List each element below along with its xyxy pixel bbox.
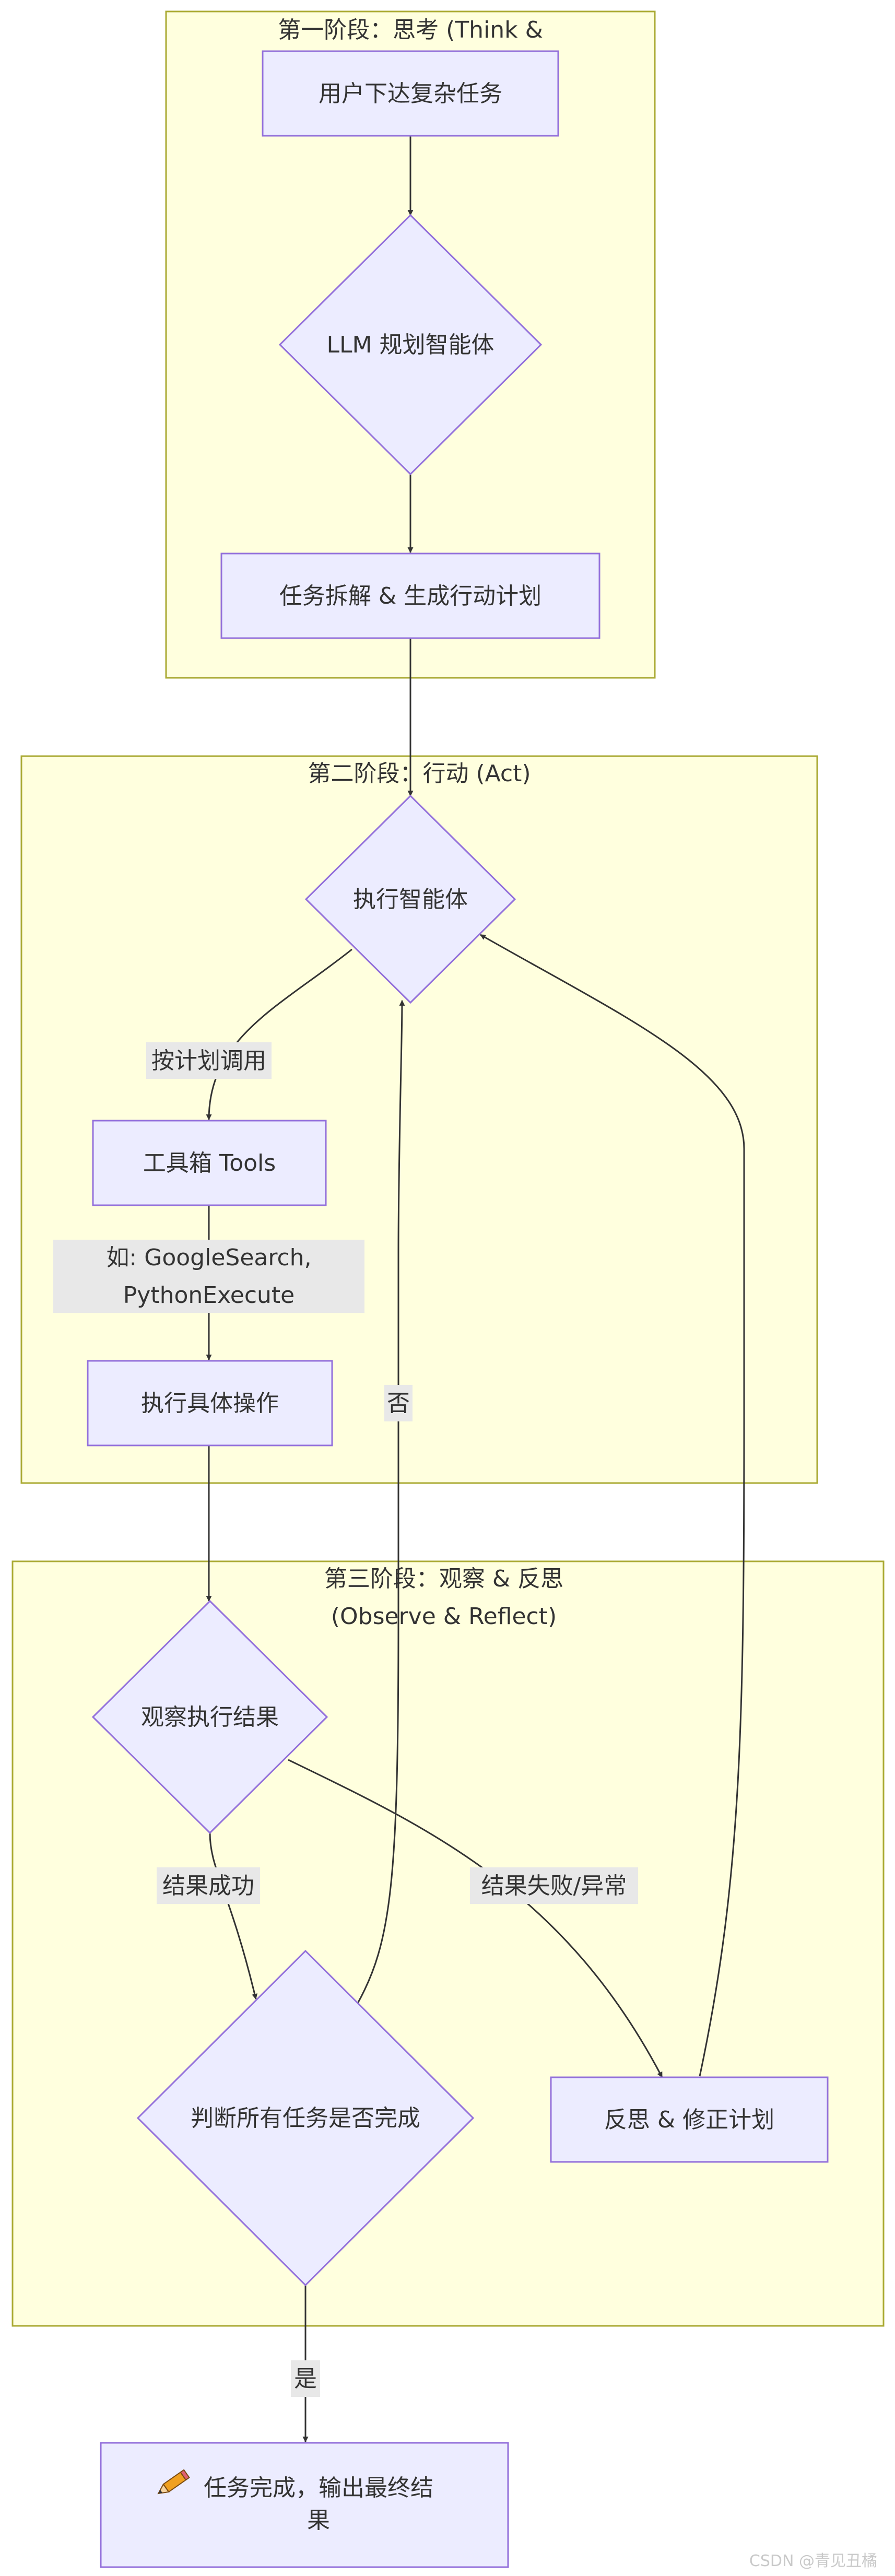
edge-exec-to-toolbox <box>206 948 352 1121</box>
node-decompose: 任务拆解 & 生成行动计划 <box>220 552 600 639</box>
edge-label-exec-to-toolbox-bg <box>146 1042 272 1079</box>
text-line: LLM 规划智能体 <box>327 332 494 358</box>
node-decompose-label: 任务拆解 & 生成行动计划 <box>279 583 541 609</box>
node-done: 任务完成，输出最终结果 <box>100 2442 509 2568</box>
node-toolbox-label: 工具箱 Tools <box>143 1150 276 1177</box>
node-exec-agent: 执行智能体 <box>304 794 516 1004</box>
edge-label-judge-to-done-bg <box>291 2360 320 2397</box>
node-reflect: 反思 & 修正计划 <box>550 2076 829 2163</box>
cluster-think-title: 第一阶段：思考 (Think & <box>278 17 543 43</box>
node-llm-plan-label: LLM 规划智能体 <box>327 332 494 358</box>
edge-label-observe-to-judge-text: 结果成功 <box>162 1873 254 1899</box>
text-line: 按计划调用 <box>151 1048 266 1074</box>
text-line: 反思 & 修正计划 <box>604 2107 774 2133</box>
text-line: (Observe & Reflect) <box>331 1603 557 1630</box>
text-line: 是 <box>294 2366 317 2392</box>
node-user-task-label: 用户下达复杂任务 <box>319 80 502 107</box>
text-line: 如: GoogleSearch, <box>106 1244 311 1271</box>
node-done-label: 任务完成，输出最终结果 <box>204 2475 433 2534</box>
edge-label-judge-to-exec-text: 否 <box>387 1390 410 1417</box>
edge-judge-to-exec <box>356 999 405 2005</box>
text-line: 观察执行结果 <box>141 1704 279 1731</box>
text-line: 执行智能体 <box>353 886 468 913</box>
node-user-task: 用户下达复杂任务 <box>262 50 559 137</box>
text-line: 用户下达复杂任务 <box>319 80 502 107</box>
node-llm-plan: LLM 规划智能体 <box>278 214 543 476</box>
edge-label-observe-to-judge: 结果成功 <box>157 1867 260 1904</box>
node-judge-label: 判断所有任务是否完成 <box>191 2105 420 2132</box>
edge-label-exec-to-toolbox-text: 按计划调用 <box>151 1048 266 1074</box>
node-judge-diamond <box>136 1949 475 2287</box>
node-exec-op-box <box>87 1360 333 1446</box>
cluster-observe-title: 第三阶段：观察 & 反思 (Observe & Reflect) <box>324 1566 563 1630</box>
node-llm-plan-diamond <box>278 214 543 476</box>
text-line: 工具箱 Tools <box>143 1150 276 1177</box>
cluster-act-title: 第二阶段：行动 (Act) <box>308 760 531 787</box>
node-reflect-box <box>550 2076 829 2163</box>
edge-label-observe-to-reflect-bg <box>470 1867 638 1904</box>
text-line: 判断所有任务是否完成 <box>191 2105 420 2132</box>
edge-label-observe-to-reflect-text: 结果失败/异常 <box>481 1873 627 1899</box>
node-observe: 观察执行结果 <box>91 1599 328 1834</box>
node-done-box <box>100 2442 509 2568</box>
node-exec-op-label: 执行具体操作 <box>141 1390 279 1417</box>
node-decompose-box <box>220 552 600 639</box>
text-line: 执行具体操作 <box>141 1390 279 1417</box>
node-judge: 判断所有任务是否完成 <box>136 1949 475 2287</box>
edge-label-toolbox-to-op-text: 如: GoogleSearch, PythonExecute <box>106 1244 311 1309</box>
text-line: 否 <box>387 1390 410 1417</box>
node-exec-op: 执行具体操作 <box>87 1360 333 1446</box>
edge-label-toolbox-to-op-bg <box>53 1240 364 1313</box>
edge-label-judge-to-exec-bg <box>384 1385 413 1421</box>
node-toolbox: 工具箱 Tools <box>92 1120 327 1206</box>
text-line: 任务完成，输出最终结 <box>204 2475 433 2501</box>
text-line: 第三阶段：观察 & 反思 <box>324 1566 563 1592</box>
text-line: PythonExecute <box>123 1282 295 1309</box>
node-observe-diamond <box>91 1599 328 1834</box>
node-user-task-box <box>262 50 559 137</box>
edge-label-observe-to-reflect: 结果失败/异常 <box>470 1867 638 1904</box>
node-toolbox-box <box>92 1120 327 1206</box>
text-line: 果 <box>307 2507 330 2534</box>
edge-reflect-to-exec <box>480 934 745 2077</box>
text-line: 任务拆解 & 生成行动计划 <box>279 583 541 609</box>
edge-label-judge-to-exec: 否 <box>384 1385 413 1421</box>
edge-label-judge-to-done: 是 <box>291 2360 320 2397</box>
edge-label-exec-to-toolbox: 按计划调用 <box>146 1042 272 1079</box>
node-observe-label: 观察执行结果 <box>141 1704 279 1731</box>
text-line: 结果失败/异常 <box>481 1873 627 1899</box>
edge-label-observe-to-judge-bg <box>157 1867 260 1904</box>
node-exec-agent-label: 执行智能体 <box>353 886 468 913</box>
edge-label-toolbox-to-op: 如: GoogleSearch, PythonExecute <box>53 1240 364 1313</box>
text-line: 结果成功 <box>162 1873 254 1899</box>
text-line: 第一阶段：思考 (Think & <box>278 17 543 43</box>
edge-label-judge-to-done-text: 是 <box>294 2366 317 2392</box>
node-reflect-label: 反思 & 修正计划 <box>604 2107 774 2133</box>
watermark: CSDN @青见丑橘 <box>749 2552 877 2570</box>
pencil-icon <box>157 2469 190 2495</box>
node-exec-agent-diamond <box>304 794 516 1004</box>
text-line: 第二阶段：行动 (Act) <box>308 760 531 787</box>
